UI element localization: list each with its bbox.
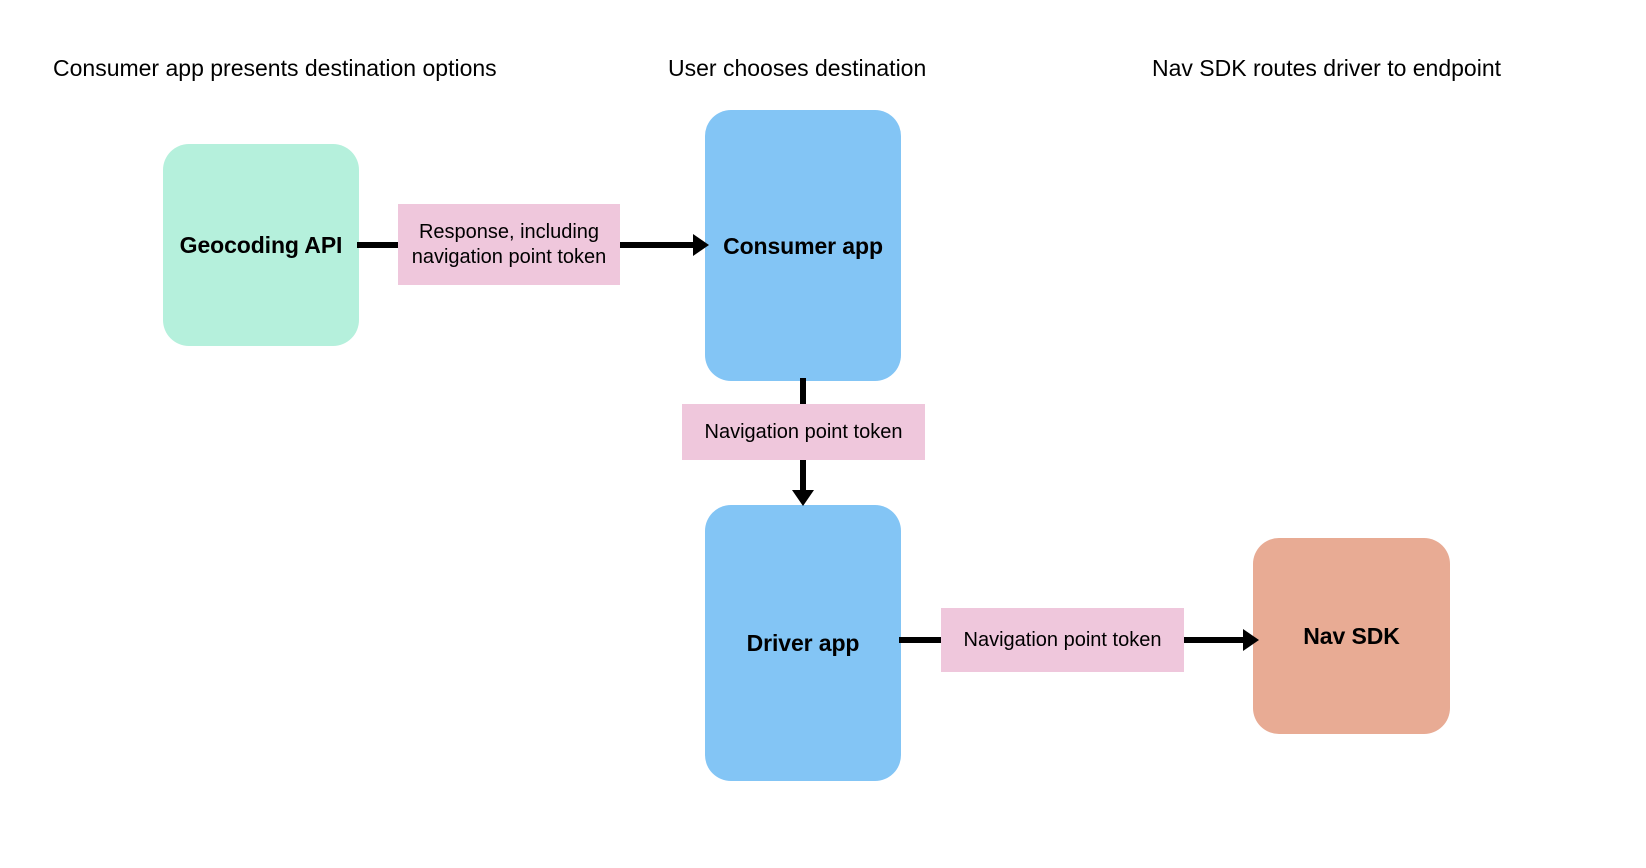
column-header-consumer-app: Consumer app presents destination option…: [53, 55, 497, 81]
node-label: Nav SDK: [1303, 623, 1400, 649]
edge-label-consumer-to-driver: Navigation point token: [682, 404, 925, 460]
node-label: Consumer app: [723, 232, 883, 259]
edge-label-driver-to-nav-sdk: Navigation point token: [941, 608, 1184, 672]
node-driver-app[interactable]: Driver app: [705, 505, 901, 781]
edge-label-text: Response, including navigation point tok…: [411, 220, 607, 268]
node-label: Geocoding API: [179, 232, 343, 258]
node-label: Driver app: [746, 630, 860, 656]
node-nav-sdk[interactable]: Nav SDK: [1253, 538, 1450, 734]
node-consumer-app[interactable]: Consumer app: [705, 110, 901, 381]
edge-label-text: Navigation point token: [704, 420, 903, 443]
node-geocoding-api[interactable]: Geocoding API: [163, 144, 359, 346]
column-header-user-choice: User chooses destination: [668, 55, 927, 81]
column-header-nav-sdk: Nav SDK routes driver to endpoint: [1152, 55, 1502, 81]
edge-label-text: Navigation point token: [963, 628, 1162, 651]
edge-label-geocoding-to-consumer: Response, including navigation point tok…: [398, 204, 620, 285]
